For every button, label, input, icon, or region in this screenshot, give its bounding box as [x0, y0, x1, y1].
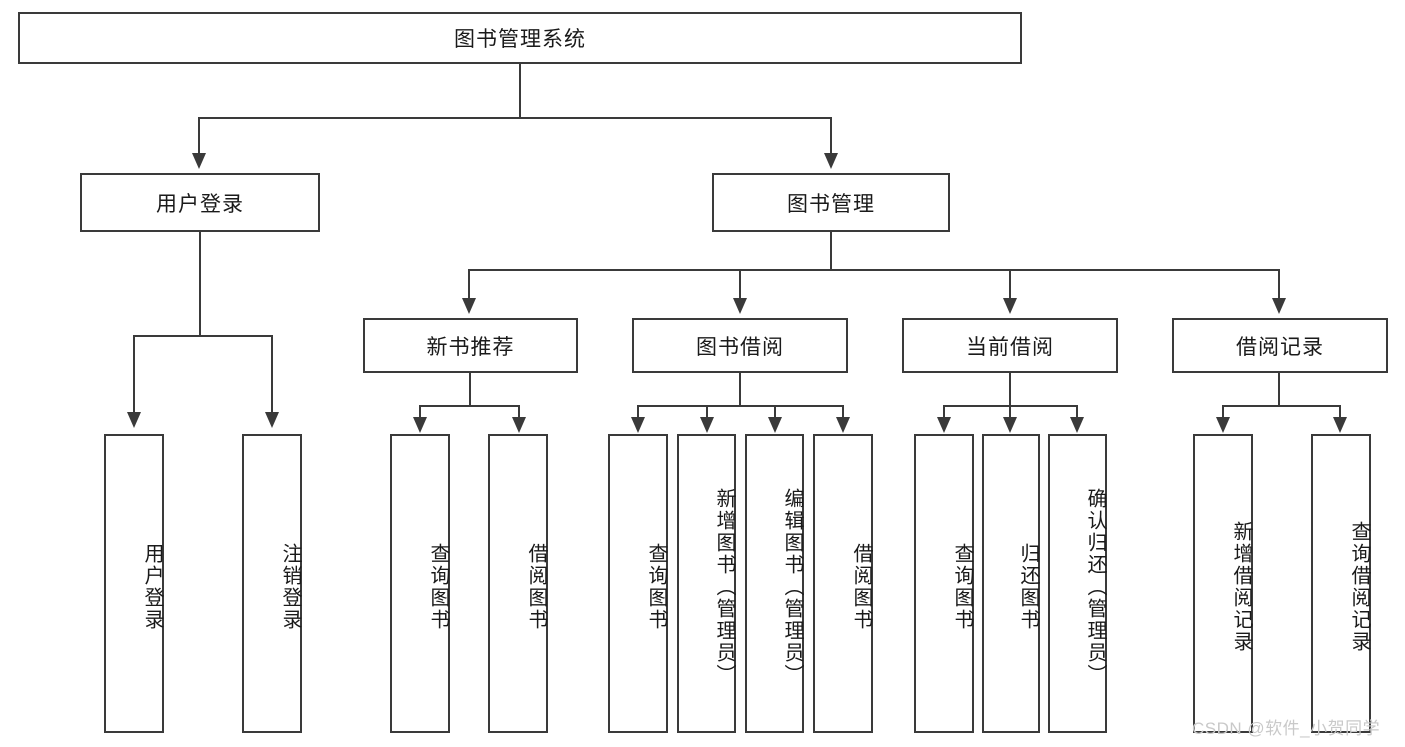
arrowhead-new-book-leaf-1: [512, 417, 526, 433]
connector-borrow-records-leaf-0: [1222, 405, 1224, 419]
arrowhead-root-to-user-login: [192, 153, 206, 169]
node-label: 图书管理: [787, 192, 875, 216]
arrowhead-borrow-records-leaf-0: [1216, 417, 1230, 433]
node-root-system[interactable]: 图书管理系统: [18, 12, 1022, 64]
connector-book-borrow-leaf-1: [706, 405, 708, 419]
arrowhead-book-mgmt-to-borrow: [733, 298, 747, 314]
node-label: 确认归还（管理员）: [1084, 487, 1106, 686]
leaf-borrow-query-book[interactable]: 查询图书: [608, 434, 668, 733]
node-label: 当前借阅: [966, 335, 1054, 359]
connector-root-stem: [519, 64, 521, 118]
connector-user-login-stem: [199, 232, 201, 336]
node-label: 查询图书: [427, 542, 449, 631]
leaf-new-book-borrow[interactable]: 借阅图书: [488, 434, 548, 733]
connector-current-borrow-leaf-2: [1076, 405, 1078, 419]
arrowhead-current-borrow-leaf-1: [1003, 417, 1017, 433]
connector-book-borrow-leaf-0: [637, 405, 639, 419]
leaf-current-confirm-return-admin[interactable]: 确认归还（管理员）: [1048, 434, 1107, 733]
node-book-borrow[interactable]: 图书借阅: [632, 318, 848, 373]
connector-new-book-leaf-1: [518, 405, 520, 419]
node-user-login[interactable]: 用户登录: [80, 173, 320, 232]
csdn-watermark: CSDN @软件_小贺同学: [1192, 714, 1380, 739]
connector-book-mgmt-to-borrow: [739, 269, 741, 299]
connector-book-borrow-leaf-2: [774, 405, 776, 419]
leaf-current-return-book[interactable]: 归还图书: [982, 434, 1040, 733]
arrowhead-new-book-leaf-0: [413, 417, 427, 433]
connector-borrow-records-bus: [1222, 405, 1341, 407]
arrowhead-book-borrow-leaf-1: [700, 417, 714, 433]
leaf-borrow-borrow-book[interactable]: 借阅图书: [813, 434, 873, 733]
leaf-new-book-query[interactable]: 查询图书: [390, 434, 450, 733]
arrowhead-user-login-leaf-1: [265, 412, 279, 428]
node-label: 新书推荐: [426, 335, 515, 359]
arrowhead-book-mgmt-to-records: [1272, 298, 1286, 314]
connector-current-borrow-leaf-1: [1009, 405, 1011, 419]
connector-new-book-leaf-0: [419, 405, 421, 419]
arrowhead-root-to-book-mgmt: [824, 153, 838, 169]
connector-book-mgmt-to-current: [1009, 269, 1011, 299]
connector-borrow-records-stem: [1278, 373, 1280, 406]
arrowhead-book-mgmt-to-new-book: [462, 298, 476, 314]
node-label: 借阅图书: [850, 542, 872, 631]
connector-user-login-leaf-1: [271, 335, 273, 413]
node-label: 查询借阅记录: [1348, 520, 1370, 653]
leaf-records-add-record[interactable]: 新增借阅记录: [1193, 434, 1253, 733]
arrowhead-book-borrow-leaf-2: [768, 417, 782, 433]
node-label: 图书管理系统: [454, 28, 586, 51]
connector-book-mgmt-to-records: [1278, 269, 1280, 299]
node-label: 编辑图书（管理员）: [781, 487, 803, 686]
connector-new-book-stem: [469, 373, 471, 406]
arrowhead-current-borrow-leaf-0: [937, 417, 951, 433]
connector-book-mgmt-to-new-book: [468, 269, 470, 299]
connector-root-to-user-login: [198, 117, 200, 155]
arrowhead-book-mgmt-to-current: [1003, 298, 1017, 314]
node-new-book-recommend[interactable]: 新书推荐: [363, 318, 578, 373]
node-label: 用户登录: [141, 542, 163, 631]
node-label: 新增图书（管理员）: [713, 487, 735, 686]
leaf-current-query-book[interactable]: 查询图书: [914, 434, 974, 733]
connector-current-borrow-stem: [1009, 373, 1011, 406]
connector-new-book-bus: [419, 405, 520, 407]
node-label: 借阅图书: [525, 542, 547, 631]
node-label: 注销登录: [279, 542, 301, 631]
node-label: 查询图书: [951, 542, 973, 631]
connector-borrow-records-leaf-1: [1339, 405, 1341, 419]
connector-book-borrow-leaf-3: [842, 405, 844, 419]
node-current-borrow[interactable]: 当前借阅: [902, 318, 1118, 373]
leaf-records-query-record[interactable]: 查询借阅记录: [1311, 434, 1371, 733]
node-borrow-records[interactable]: 借阅记录: [1172, 318, 1388, 373]
arrowhead-user-login-leaf-0: [127, 412, 141, 428]
node-label: 查询图书: [645, 542, 667, 631]
connector-book-mgmt-bus: [468, 269, 1280, 271]
node-label: 用户登录: [156, 192, 244, 216]
watermark-text: CSDN @软件_小贺同学: [1192, 719, 1381, 738]
connector-book-borrow-bus: [637, 405, 843, 407]
node-label: 归还图书: [1017, 542, 1039, 631]
connector-book-mgmt-stem: [830, 232, 832, 271]
arrowhead-book-borrow-leaf-3: [836, 417, 850, 433]
leaf-user-login[interactable]: 用户登录: [104, 434, 164, 733]
node-book-management[interactable]: 图书管理: [712, 173, 950, 232]
leaf-borrow-edit-book-admin[interactable]: 编辑图书（管理员）: [745, 434, 804, 733]
connector-current-borrow-leaf-0: [943, 405, 945, 419]
leaf-logout[interactable]: 注销登录: [242, 434, 302, 733]
node-label: 借阅记录: [1236, 335, 1324, 359]
node-label: 图书借阅: [696, 335, 784, 359]
connector-user-login-leaf-0: [133, 335, 135, 413]
arrowhead-borrow-records-leaf-1: [1333, 417, 1347, 433]
connector-book-borrow-stem: [739, 373, 741, 406]
connector-root-bus: [198, 117, 832, 119]
arrowhead-book-borrow-leaf-0: [631, 417, 645, 433]
arrowhead-current-borrow-leaf-2: [1070, 417, 1084, 433]
connector-user-login-bus: [133, 335, 273, 337]
connector-root-to-book-mgmt: [830, 117, 832, 155]
node-label: 新增借阅记录: [1230, 520, 1252, 653]
leaf-borrow-add-book-admin[interactable]: 新增图书（管理员）: [677, 434, 736, 733]
